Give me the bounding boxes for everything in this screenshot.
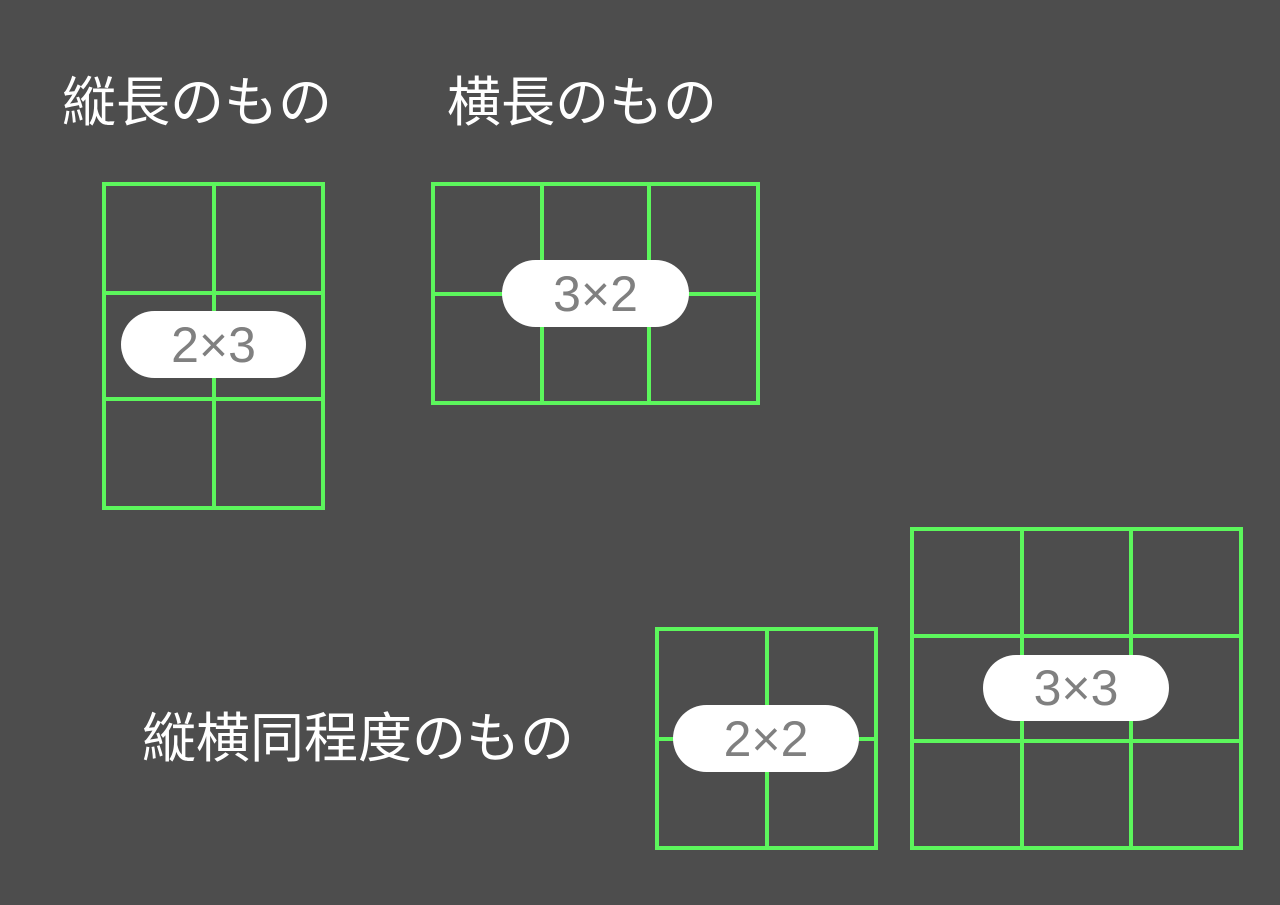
grid-row-line xyxy=(914,634,1239,638)
label-square: 縦横同程度のもの xyxy=(142,707,574,770)
badge-2x2: 2×2 xyxy=(673,705,859,772)
grid-row-line xyxy=(914,739,1239,743)
badge-2x3: 2×3 xyxy=(121,311,306,378)
badge-3x3: 3×3 xyxy=(983,655,1169,721)
grid-row-line xyxy=(106,290,321,295)
label-landscape: 横長のもの xyxy=(447,71,717,134)
grid-row-line xyxy=(106,397,321,402)
badge-3x2: 3×2 xyxy=(502,260,689,327)
label-portrait: 縦長のもの xyxy=(62,71,332,134)
